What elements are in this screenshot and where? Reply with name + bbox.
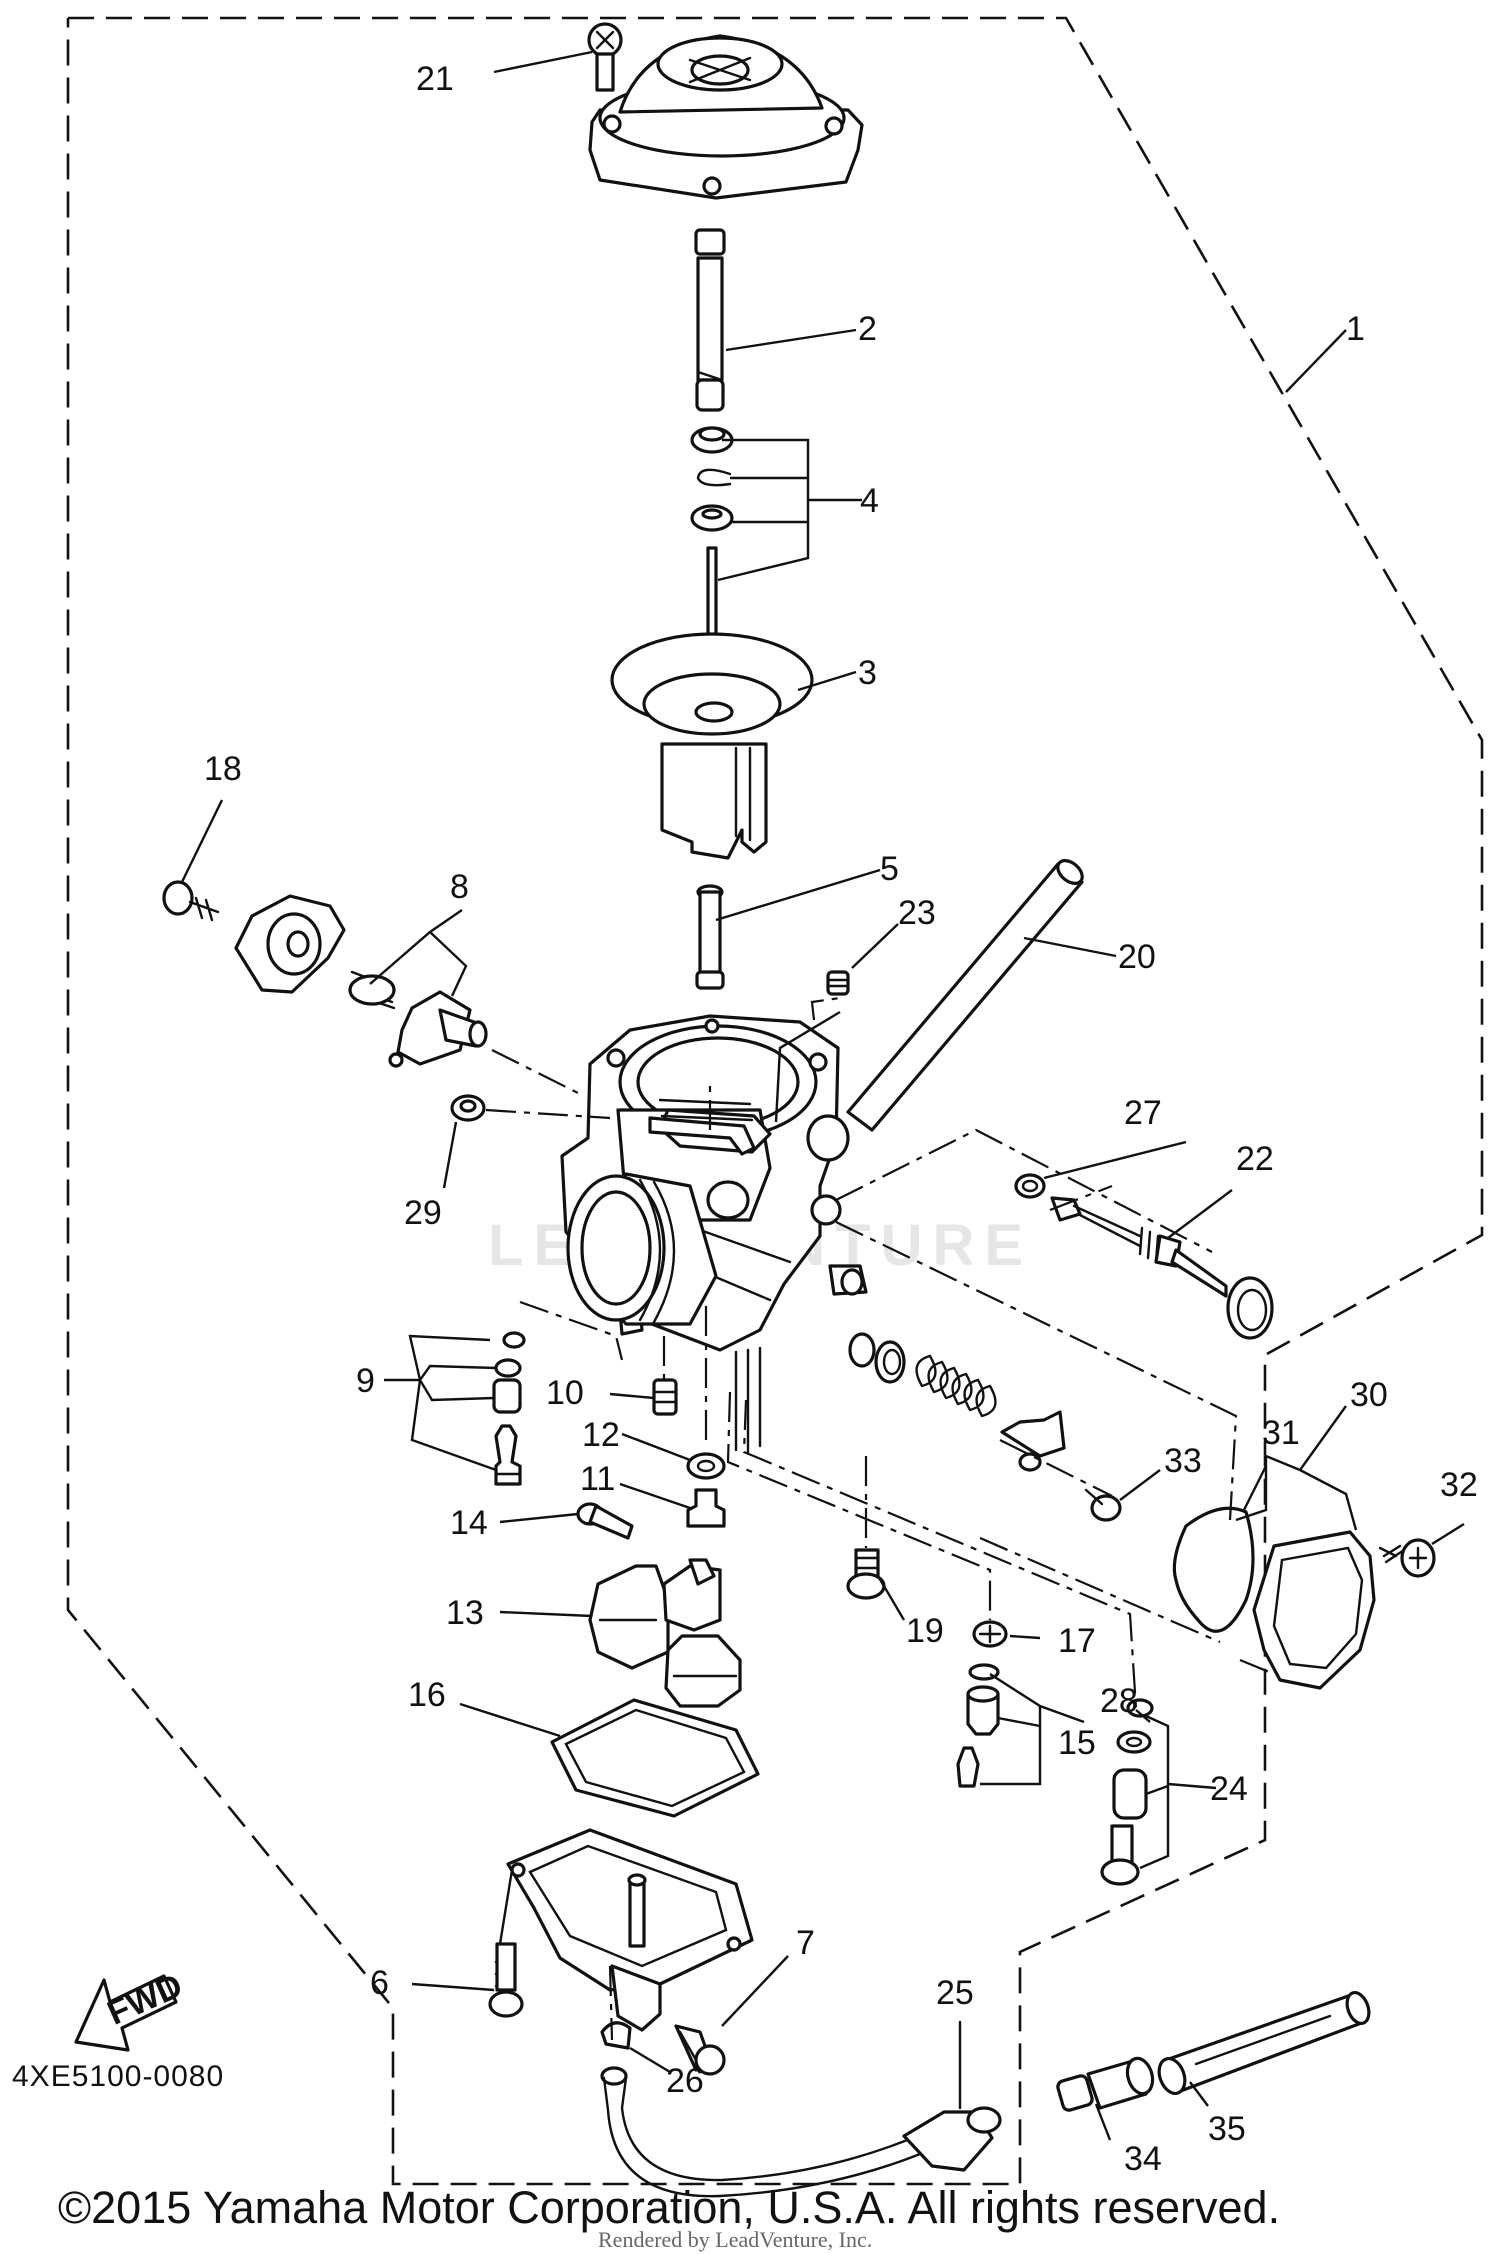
callout-8: 8 bbox=[450, 868, 469, 906]
part-35-hose bbox=[1157, 1990, 1371, 2096]
part-throttle-shaft-washers bbox=[848, 1332, 906, 1384]
part-throttle-spring bbox=[915, 1354, 997, 1418]
leader-lines bbox=[180, 50, 1465, 2141]
part-7-drain-screw bbox=[674, 2024, 726, 2076]
callout-21: 21 bbox=[416, 60, 454, 98]
part-drain-hose bbox=[600, 2066, 942, 2198]
callout-6: 6 bbox=[370, 1964, 389, 2002]
assembly-boundary bbox=[66, 16, 1484, 2186]
part-34-fitting bbox=[1056, 2056, 1155, 2112]
part-30-cover bbox=[1252, 1530, 1376, 1690]
callout-2: 2 bbox=[858, 310, 877, 348]
part-intake-bell bbox=[566, 1172, 718, 1326]
callout-25: 25 bbox=[936, 1974, 974, 2012]
callout-15: 15 bbox=[1058, 1724, 1096, 1762]
alignment-lines bbox=[485, 996, 1275, 2041]
part-26-hose-clamp bbox=[600, 2021, 632, 2050]
part-9-pilot-screw-set bbox=[492, 1331, 526, 1486]
part-19-plug bbox=[846, 1548, 886, 1600]
fwd-label: FWD bbox=[102, 1966, 188, 2032]
callout-1: 1 bbox=[1346, 310, 1365, 348]
callout-34: 34 bbox=[1124, 2140, 1162, 2178]
part-11-main-jet bbox=[686, 1488, 726, 1528]
callout-32: 32 bbox=[1440, 1466, 1478, 1504]
part-21-screw bbox=[587, 22, 623, 92]
callout-16: 16 bbox=[408, 1676, 446, 1714]
part-24-pilot-screw bbox=[1100, 1768, 1148, 1886]
callout-24: 24 bbox=[1210, 1770, 1248, 1808]
part-throttle-lever bbox=[1000, 1410, 1066, 1472]
part-29-washer bbox=[450, 1094, 486, 1122]
part-27-o-ring bbox=[1014, 1173, 1046, 1199]
callout-9: 9 bbox=[356, 1362, 375, 1400]
part-20-tube bbox=[846, 859, 1084, 1132]
diagram-code: 4XE5100-0080 bbox=[12, 2060, 225, 2093]
callout-7: 7 bbox=[796, 1924, 815, 1962]
callout-4: 4 bbox=[860, 482, 879, 520]
callout-numbers: 1 2 3 4 5 6 7 8 9 10 11 12 13 14 15 16 1… bbox=[204, 60, 1478, 2178]
callout-22: 22 bbox=[1236, 1140, 1274, 1178]
part-15-needle-valve bbox=[956, 1663, 1000, 1788]
callout-28: 28 bbox=[1100, 1682, 1138, 1720]
callout-17: 17 bbox=[1058, 1622, 1096, 1660]
copyright-notice: ©2015 Yamaha Motor Corporation, U.S.A. A… bbox=[58, 2182, 1281, 2233]
callout-5: 5 bbox=[880, 850, 899, 888]
part-5-needle-jet bbox=[695, 884, 725, 990]
callout-11: 11 bbox=[580, 1460, 615, 1498]
callout-26: 26 bbox=[666, 2062, 704, 2100]
callout-29: 29 bbox=[404, 1194, 442, 1232]
callout-27: 27 bbox=[1124, 1094, 1162, 1132]
callout-12: 12 bbox=[582, 1416, 620, 1454]
callout-18: 18 bbox=[204, 750, 242, 788]
callout-14: 14 bbox=[450, 1504, 488, 1542]
part-33-screw bbox=[1084, 1488, 1122, 1522]
part-22-throttle-stop-screw bbox=[1050, 1196, 1274, 1340]
part-14-float-pin bbox=[576, 1502, 634, 1540]
part-28-o-ring bbox=[1116, 1698, 1154, 1754]
part-17-jet-seat bbox=[972, 1620, 1008, 1648]
part-31-gasket bbox=[1172, 1506, 1255, 1633]
callout-13: 13 bbox=[446, 1594, 484, 1632]
callout-20: 20 bbox=[1118, 938, 1156, 976]
callout-19: 19 bbox=[906, 1612, 944, 1650]
part-3-diaphragm-piston bbox=[610, 632, 814, 860]
part-13-float bbox=[588, 1558, 742, 1708]
part-10-jet bbox=[652, 1378, 678, 1416]
callout-31: 31 bbox=[1262, 1414, 1300, 1452]
part-6-screw bbox=[488, 1942, 524, 2018]
part-16-float-bowl-gasket bbox=[550, 1698, 760, 1818]
fwd-arrow-icon: FWD bbox=[74, 1966, 188, 2052]
rendered-by-credit: Rendered by LeadVenture, Inc. bbox=[598, 2227, 873, 2252]
part-vent-tube bbox=[648, 1116, 756, 1156]
part-float-bowl bbox=[506, 1828, 754, 2032]
callout-3: 3 bbox=[858, 654, 877, 692]
part-25-fitting bbox=[902, 2020, 1002, 2172]
part-8-starter-plunger bbox=[348, 970, 488, 1068]
callout-10: 10 bbox=[546, 1374, 584, 1412]
part-32-screw bbox=[1378, 1538, 1436, 1578]
part-18-screw bbox=[162, 880, 220, 922]
callout-30: 30 bbox=[1350, 1376, 1388, 1414]
callout-23: 23 bbox=[898, 894, 936, 932]
callout-35: 35 bbox=[1208, 2110, 1246, 2148]
part-2-spring bbox=[694, 228, 726, 412]
part-cover-plate bbox=[234, 894, 346, 994]
part-12-washer bbox=[686, 1452, 726, 1480]
callout-33: 33 bbox=[1164, 1442, 1202, 1480]
part-top-cover bbox=[588, 34, 864, 200]
part-23-jet bbox=[826, 970, 850, 996]
